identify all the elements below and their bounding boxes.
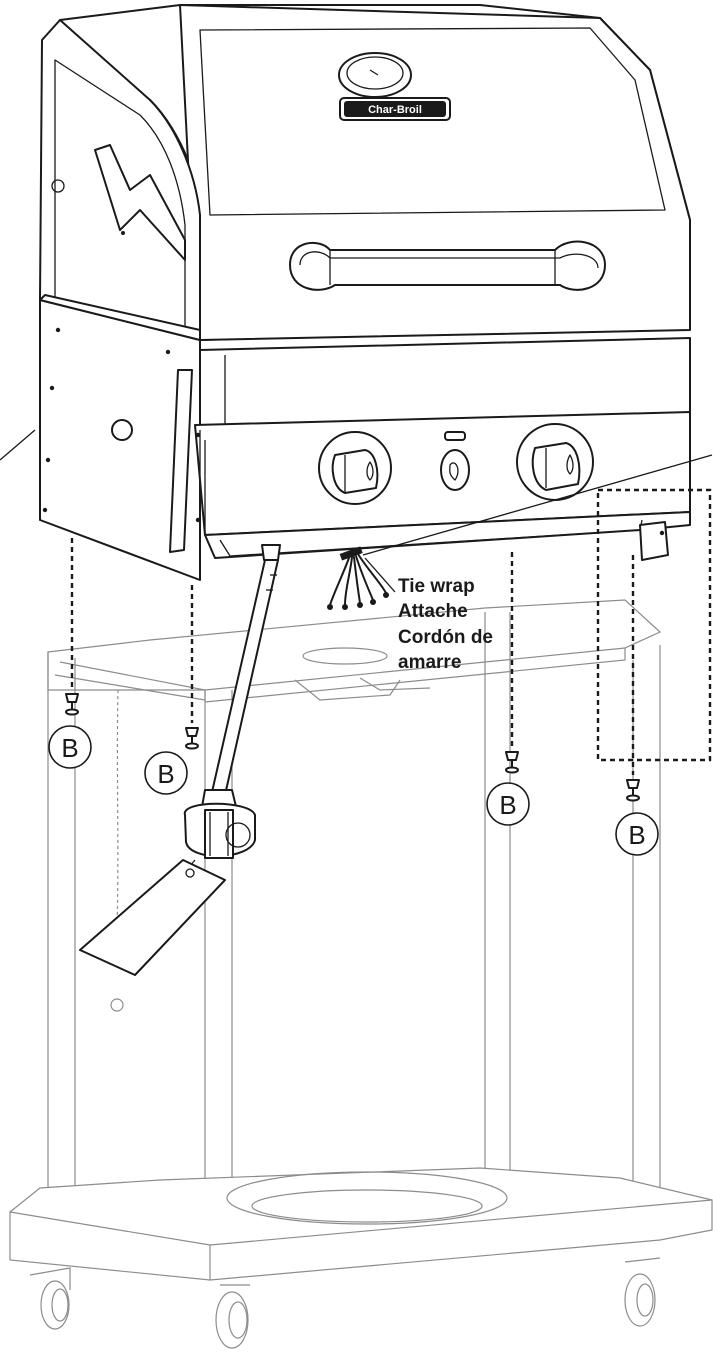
label-en: Tie wrap [398, 576, 475, 597]
caster-wheel [29, 1267, 71, 1330]
svg-text:B: B [628, 820, 645, 850]
screw-b [626, 779, 640, 802]
tie-wrap-label: Tie wrap Attache Cordón de amarre [398, 576, 493, 673]
char-broil-logo: Char-Broil [339, 97, 451, 121]
label-fr: Attache [398, 601, 468, 622]
alignment-guides [70, 538, 635, 775]
callout-b-2: B [144, 751, 188, 795]
label-es-line2: amarre [398, 652, 461, 673]
lid-handle [289, 240, 606, 291]
grill-head: Char-Broil [39, 4, 712, 762]
svg-text:B: B [499, 790, 516, 820]
screw-b [185, 727, 199, 750]
svg-text:B: B [157, 759, 174, 789]
detail-box [596, 488, 712, 762]
tie-wrap-wires [327, 454, 713, 610]
callout-b-4: B [615, 812, 659, 856]
screw-b [505, 751, 519, 774]
screw-b [65, 693, 79, 716]
burner-knob-right [516, 423, 594, 501]
burner-knob-left [318, 431, 392, 505]
gas-hose-regulator [79, 544, 281, 976]
caster-wheel [624, 1257, 661, 1327]
warning-tag [79, 859, 226, 976]
cart-frame [9, 599, 713, 1349]
callout-b-3: B [486, 782, 530, 826]
label-es-line1: Cordón de [398, 627, 493, 648]
svg-text:B: B [61, 733, 78, 763]
svg-text:Char-Broil: Char-Broil [368, 104, 422, 116]
thermometer-icon [338, 52, 412, 98]
caster-wheel [215, 1284, 250, 1349]
callout-b-1: B [48, 725, 92, 769]
igniter-button [440, 449, 470, 491]
leader-line-left [0, 429, 36, 461]
